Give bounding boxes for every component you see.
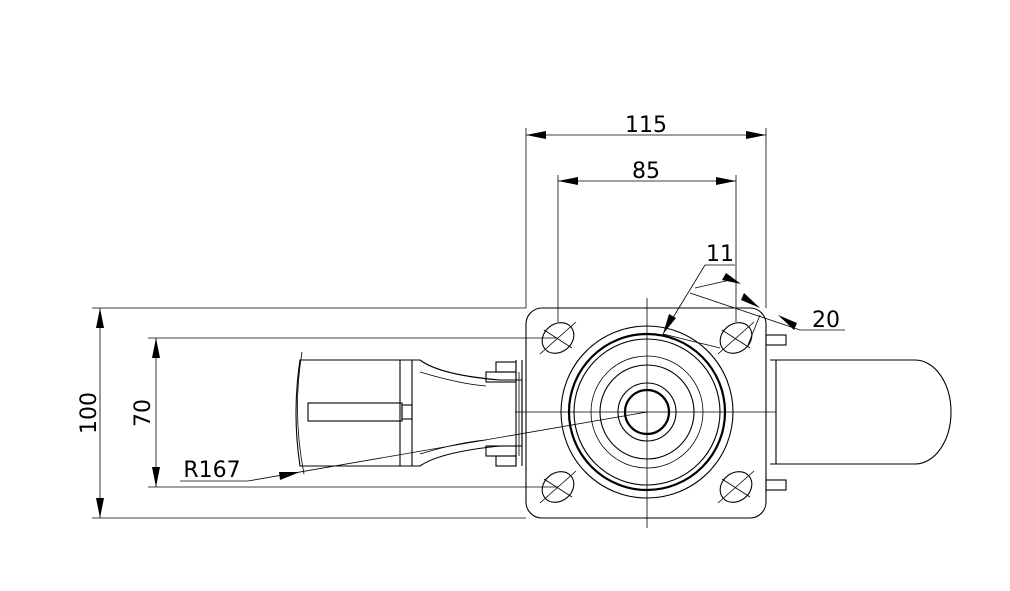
top-plate xyxy=(525,307,767,519)
label-slot-width: 11 xyxy=(706,242,734,267)
dimension-slot-length xyxy=(689,292,845,346)
dimension-outer-height xyxy=(92,307,526,519)
dimension-wheel-radius xyxy=(180,411,648,482)
label-hole-spacing-width: 85 xyxy=(632,159,660,184)
label-outer-width: 115 xyxy=(625,113,667,138)
wheel-right xyxy=(765,334,952,491)
brake-assembly xyxy=(295,351,523,475)
label-slot-length: 20 xyxy=(812,308,840,333)
swivel-bearing xyxy=(560,325,734,499)
label-outer-height: 100 xyxy=(77,392,102,434)
center-lines xyxy=(515,298,776,528)
dimension-hole-spacing-height xyxy=(148,337,558,488)
mounting-hole-top-right xyxy=(717,321,755,355)
dimension-outer-width xyxy=(525,128,767,308)
label-wheel-radius: R167 xyxy=(183,458,240,483)
dimension-hole-spacing-width xyxy=(557,175,737,322)
mounting-hole-bottom-right xyxy=(717,470,755,504)
label-hole-spacing-height: 70 xyxy=(131,399,156,427)
dimension-slot-width xyxy=(662,264,741,349)
